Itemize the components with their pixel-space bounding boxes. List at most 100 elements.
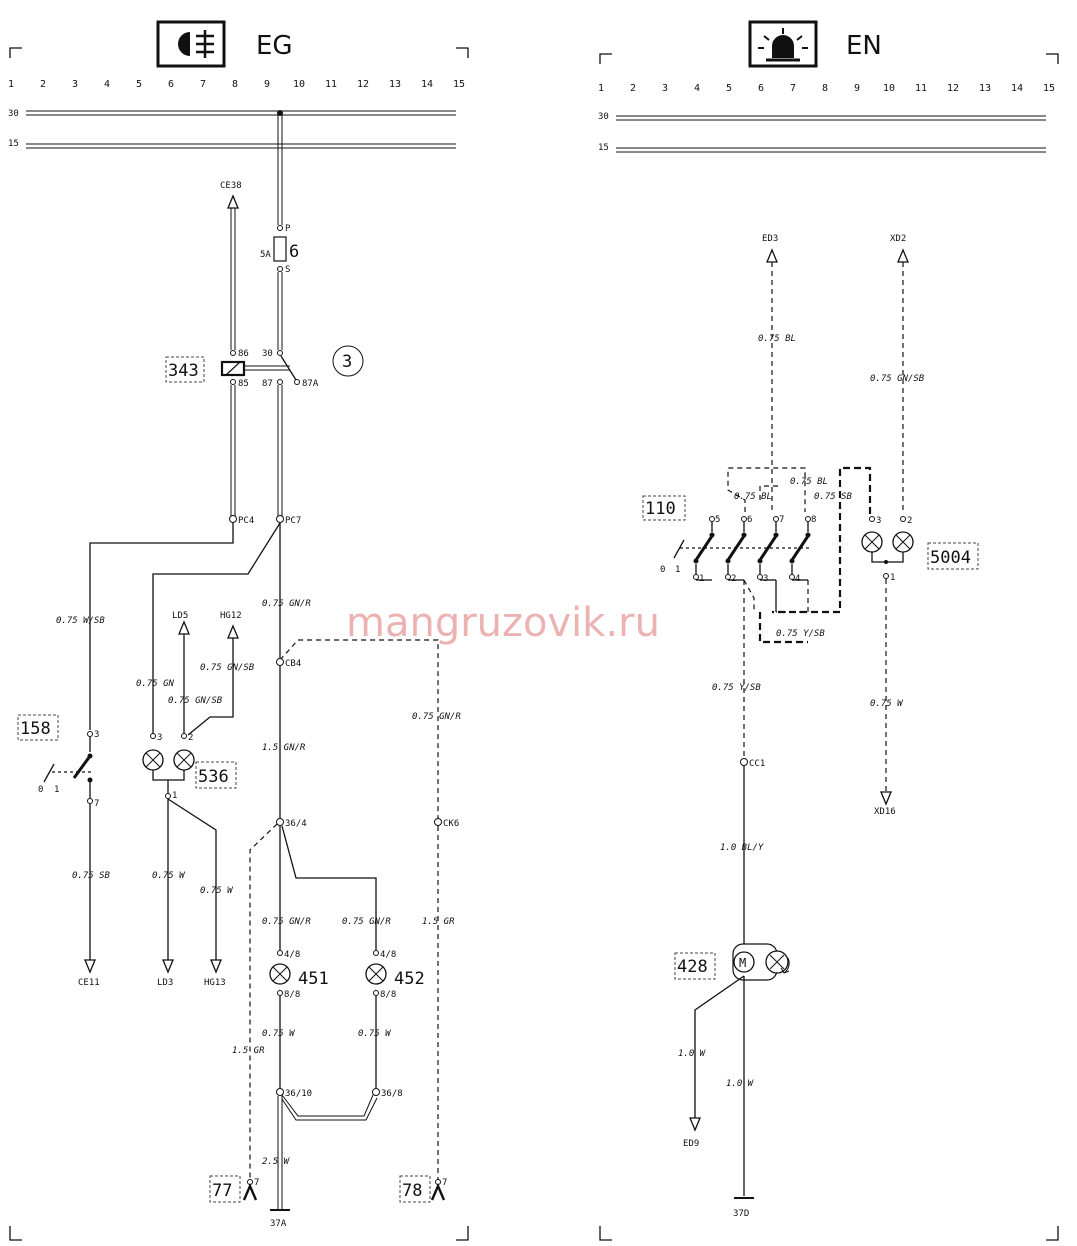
en-rail-30: [616, 115, 1046, 121]
fuse-pin-s: S: [285, 265, 290, 275]
beacon-motor-icon: M: [732, 943, 790, 981]
connector-ck6: CK6: [443, 819, 459, 829]
switch-110-ref: 110: [645, 499, 676, 519]
switch-158-ref: 158: [20, 719, 51, 739]
en-column-number: 7: [790, 83, 796, 94]
switch-158-pin-7: 7: [94, 799, 99, 809]
switch-158-ref-box: [17, 714, 59, 741]
wire-label: 1.0 BL/Y: [720, 843, 764, 853]
fuse-number: 6: [289, 242, 299, 262]
eg-column-number: 10: [293, 79, 305, 90]
lamp-452-icon: [365, 963, 387, 985]
lamp-452-ref: 452: [394, 969, 425, 989]
eg-column-number: 3: [72, 79, 78, 90]
en-rail-30-label: 30: [598, 112, 609, 122]
en-column-number: 15: [1043, 83, 1055, 94]
switch-110-pin-label: 8: [811, 515, 816, 525]
en-column-number: 14: [1011, 83, 1023, 94]
switch-110-pin-top: [805, 516, 811, 522]
wire-label: 0.75 Y/SB: [712, 683, 761, 693]
lamp-451-pin-top: 4/8: [284, 950, 300, 960]
wire-label: 0.75 SB: [72, 871, 111, 881]
switch-110-pin-bottom: [725, 574, 731, 580]
arrow-ld3-label: LD3: [157, 978, 173, 988]
wire-label: 0.75 W: [262, 1029, 296, 1039]
connector-36-8: 36/8: [381, 1089, 403, 1099]
fuse-pin-p: P: [285, 224, 291, 234]
switch-110-pin-top: [709, 516, 715, 522]
relay-pin-86: 86: [238, 349, 249, 359]
switch-110-ref-box: [642, 495, 686, 521]
connector-cc1: CC1: [749, 759, 765, 769]
en-column-number: 13: [979, 83, 991, 94]
watermark: mangruzovik.ru: [346, 600, 660, 646]
wire-label: 0.75 Y/SB: [776, 629, 825, 639]
eg-column-number: 11: [325, 79, 337, 90]
indicator-5004-pin-3: 3: [876, 516, 881, 526]
eg-column-number: 13: [389, 79, 401, 90]
wire-label: 0.75 W: [870, 699, 904, 709]
en-title: EN: [846, 31, 882, 61]
wire-label: 1.0 W: [726, 1079, 755, 1089]
switch-110-pin-top: [773, 516, 779, 522]
en-column-number: 12: [947, 83, 959, 94]
wire-label: 0.75 GN/SB: [168, 696, 223, 706]
lamp-451-pin-bottom: 8/8: [284, 990, 300, 1000]
motor-428-ref: 428: [677, 957, 708, 977]
switch-158-pos1: 1: [54, 785, 59, 795]
arrow-ed9-label: ED9: [683, 1139, 699, 1149]
relay-pin-87a: 87A: [302, 379, 319, 389]
fuse-rating: 5A: [260, 250, 271, 260]
indicator-5004-ref: 5004: [930, 548, 971, 568]
en-column-number: 4: [694, 83, 700, 94]
eg-column-number: 14: [421, 79, 433, 90]
lamp-452-pin-top: 4/8: [380, 950, 396, 960]
switch-158-pos0: 0: [38, 785, 43, 795]
beacon-light-icon: [748, 20, 818, 68]
eg-column-number: 9: [264, 79, 270, 90]
switch-110-pin-label: 1: [699, 574, 704, 584]
en-rail-15-label: 15: [598, 143, 609, 153]
relay-ref: 343: [168, 361, 199, 381]
wire-label: 0.75 GN/R: [342, 917, 391, 927]
indicator-536-pin-3: 3: [157, 733, 162, 743]
eg-column-number: 2: [40, 79, 46, 90]
switch-110-pin-label: 5: [715, 515, 720, 525]
wire-label: 0.75 BL: [790, 477, 828, 487]
switch-110-pin-label: 4: [795, 574, 800, 584]
wire-label: 0.75 W/SB: [56, 616, 105, 626]
en-rail-15: [616, 147, 1046, 153]
arrow-ed3-label: ED3: [762, 234, 778, 244]
connector-36-10: 36/10: [285, 1089, 312, 1099]
en-column-number: 2: [630, 83, 636, 94]
en-column-number: 1: [598, 83, 604, 94]
relay-circle-number: 3: [342, 352, 352, 372]
indicator-536-ref: 536: [198, 767, 229, 787]
relay-ref-box: [165, 356, 205, 383]
lamp-451-ref: 451: [298, 969, 329, 989]
switch-110-pin-label: 6: [747, 515, 752, 525]
relay-pin-30: 30: [262, 349, 273, 359]
motor-428-ref-box: [674, 952, 716, 980]
eg-rail-30: [26, 110, 456, 116]
switch-110-pos0: 0: [660, 565, 665, 575]
eg-rail-15-label: 15: [8, 139, 19, 149]
indicator-536-pin-1: 1: [172, 791, 177, 801]
indicator-lamp-icon: [892, 531, 914, 553]
indicator-lamp-icon: [173, 749, 195, 771]
ground-37d-label: 37D: [733, 1209, 749, 1219]
en-column-number: 10: [883, 83, 895, 94]
arrow-ce38-label: CE38: [220, 181, 242, 191]
arrow-ce11-label: CE11: [78, 978, 100, 988]
lamp-452-pin-bottom: 8/8: [380, 990, 396, 1000]
connector-pc7: PC7: [285, 516, 301, 526]
lamp-451-icon: [269, 963, 291, 985]
wire-label: 2.5 W: [262, 1157, 291, 1167]
wire-label: 0.75 BL: [758, 334, 796, 344]
switch-110-pin-top: [741, 516, 747, 522]
switch-110-pin-label: 7: [779, 515, 784, 525]
connector-78-ref-box: [399, 1175, 431, 1203]
svg-text:M: M: [739, 956, 746, 970]
wire-label: 1.5 GR: [422, 917, 455, 927]
